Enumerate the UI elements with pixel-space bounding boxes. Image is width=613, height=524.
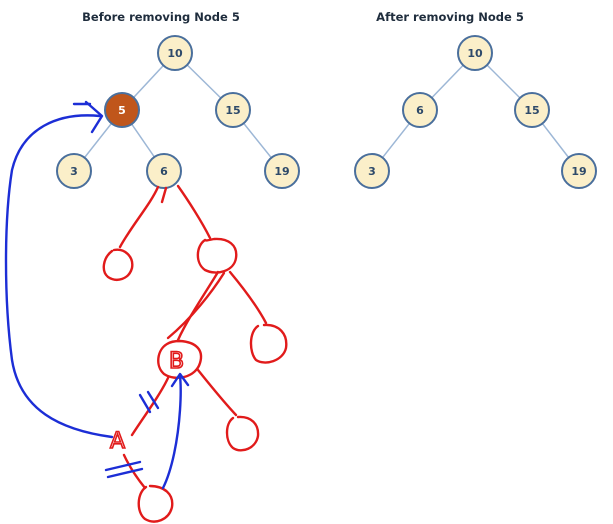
red-edge-upper-left (176, 270, 220, 342)
red-edge-upper-left-2 (166, 271, 226, 340)
tree-node-19: 19 (561, 153, 597, 189)
node-label: 3 (368, 165, 376, 178)
label-b: B (169, 349, 184, 374)
blue-arrowhead-5 (84, 100, 104, 134)
after-title: After removing Node 5 (376, 10, 524, 24)
node-label: 19 (274, 165, 289, 178)
blue-annotation-arrows (4, 100, 190, 490)
before-title: Before removing Node 5 (82, 10, 240, 24)
before-tree-nodes: 10 5 15 3 6 19 (56, 35, 300, 189)
red-node-lower-right (225, 415, 260, 452)
tree-node-3: 3 (354, 153, 390, 189)
blue-cut-mark-1 (138, 393, 152, 414)
tree-node-6: 6 (146, 153, 182, 189)
node-label: 6 (160, 165, 168, 178)
tree-node-10: 10 (157, 35, 193, 71)
tree-node-15: 15 (514, 92, 550, 128)
tree-node-6: 6 (402, 92, 438, 128)
node-label: 19 (571, 165, 586, 178)
red-node-b (157, 339, 203, 379)
red-annotation-subtree: B A (102, 184, 288, 523)
red-node-right (249, 323, 288, 364)
red-node-left (102, 248, 134, 281)
red-edge-6-left (118, 185, 160, 249)
tree-node-3: 3 (56, 153, 92, 189)
red-edge-b-left (130, 376, 170, 437)
blue-cut-mark-4 (106, 467, 144, 479)
blue-arrow-a-to-5 (4, 114, 114, 439)
red-node-upper (196, 237, 238, 274)
blue-arrowhead-b (170, 372, 190, 388)
node-label: 15 (225, 104, 240, 117)
blue-cut-mark-2 (146, 390, 160, 410)
red-edge-tick (160, 186, 168, 204)
blue-cut-mark-3 (104, 460, 142, 472)
tree-node-5-highlighted: 5 (104, 92, 140, 128)
node-label: 5 (118, 104, 126, 117)
node-label: 6 (416, 104, 424, 117)
node-label: 3 (70, 165, 78, 178)
after-tree-nodes: 10 6 15 3 19 (354, 35, 597, 189)
tree-node-19: 19 (264, 153, 300, 189)
red-edge-a-down (122, 453, 147, 490)
node-label: 10 (467, 47, 483, 60)
label-a: A (110, 429, 125, 454)
red-node-bottom (137, 484, 174, 523)
blue-arrow-bottom-to-b (161, 374, 182, 490)
red-edge-6-right (176, 184, 212, 240)
tree-node-15: 15 (215, 92, 251, 128)
tree-node-10: 10 (457, 35, 493, 71)
red-edge-upper-right (228, 270, 268, 325)
node-label: 10 (167, 47, 183, 60)
node-label: 15 (524, 104, 539, 117)
red-edge-b-right (196, 368, 238, 417)
